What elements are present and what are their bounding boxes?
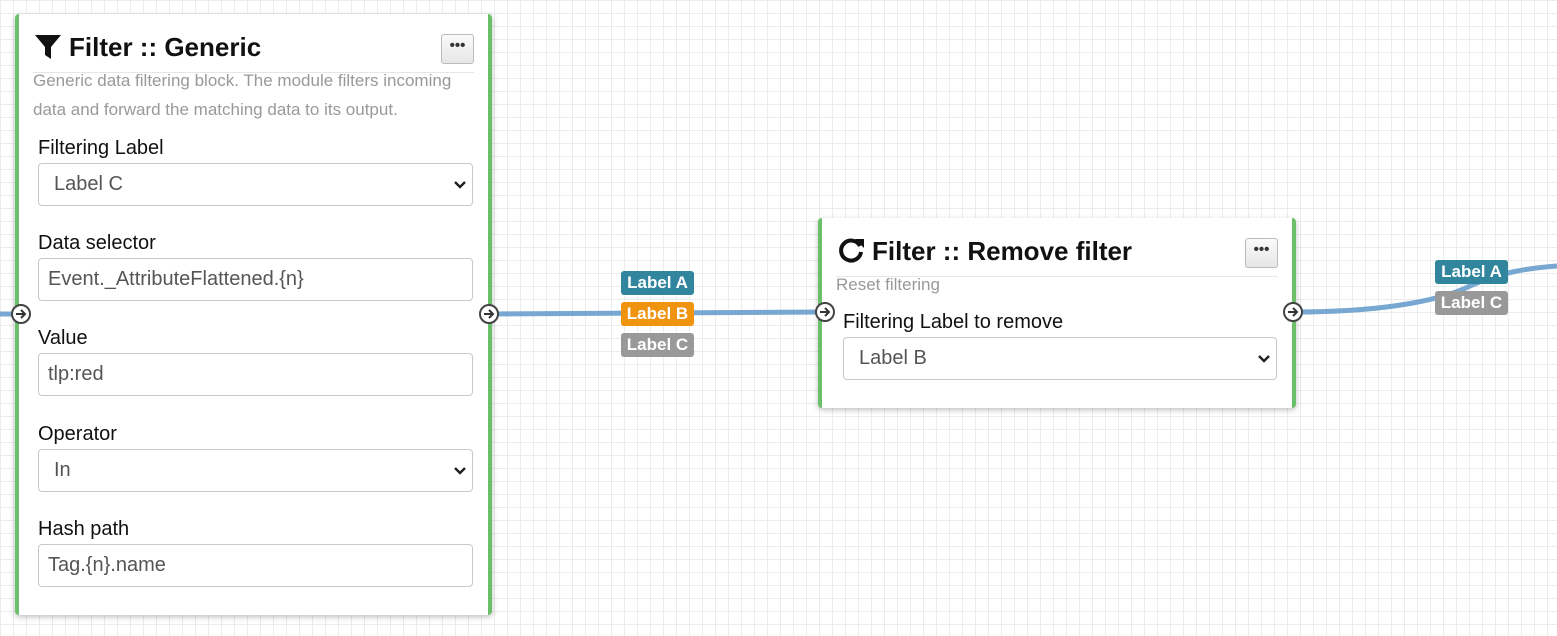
- filtering-label-label: Filtering Label: [38, 137, 164, 159]
- arrow-right-circle-icon: [484, 309, 495, 319]
- arrow-right-circle-icon: [820, 307, 831, 317]
- value-input[interactable]: tlp:red: [38, 353, 473, 396]
- hash-path-label: Hash path: [38, 518, 130, 540]
- node-header: Filter :: Generic •••: [33, 22, 474, 73]
- chevron-down-icon: [1258, 355, 1270, 363]
- node-title: Filter :: Remove filter: [872, 236, 1133, 266]
- wire-tag-label-b: Label B: [621, 302, 694, 326]
- node-header: Filter :: Remove filter •••: [836, 226, 1278, 277]
- node-title: Filter :: Generic: [69, 32, 262, 62]
- filtering-label-select[interactable]: Label C: [38, 163, 473, 206]
- filter-icon: [35, 35, 61, 59]
- hash-path-input[interactable]: Tag.{n}.name: [38, 544, 473, 587]
- chevron-down-icon: [454, 467, 466, 475]
- filtering-label-value: Label C: [54, 173, 123, 195]
- node-description: Reset filtering: [836, 275, 940, 294]
- node-menu-button[interactable]: •••: [441, 34, 474, 64]
- operator-select[interactable]: In: [38, 449, 473, 492]
- wire-tag-label-c: Label C: [1435, 291, 1508, 315]
- arrow-right-circle-icon: [1288, 307, 1299, 317]
- operator-value: In: [54, 459, 71, 481]
- wire-tag-label-c: Label C: [621, 333, 694, 357]
- wire-remove-to-next: [1292, 263, 1557, 315]
- arrow-right-circle-icon: [16, 309, 27, 319]
- label-to-remove-value: Label B: [859, 347, 927, 369]
- chevron-down-icon: [454, 181, 466, 189]
- node-description: Generic data filtering block. The module…: [33, 71, 452, 119]
- remove-input-port[interactable]: [815, 302, 835, 322]
- refresh-icon: [839, 238, 864, 263]
- wire-tag-label-a: Label A: [1435, 260, 1508, 284]
- label-to-remove-select[interactable]: Label B: [843, 337, 1277, 380]
- node-filter-remove[interactable]: Filter :: Remove filter ••• Reset filter…: [818, 218, 1296, 408]
- operator-label: Operator: [38, 423, 117, 445]
- generic-output-port[interactable]: [479, 304, 499, 324]
- generic-input-port[interactable]: [11, 304, 31, 324]
- value-label: Value: [38, 327, 88, 349]
- remove-output-port[interactable]: [1283, 302, 1303, 322]
- label-to-remove-label: Filtering Label to remove: [843, 311, 1064, 333]
- node-filter-generic[interactable]: Filter :: Generic ••• Generic data filte…: [15, 14, 492, 615]
- node-menu-button[interactable]: •••: [1245, 238, 1278, 268]
- wire-tag-label-a: Label A: [621, 271, 694, 295]
- data-selector-input[interactable]: Event._AttributeFlattened.{n}: [38, 258, 473, 301]
- data-selector-label: Data selector: [38, 232, 156, 254]
